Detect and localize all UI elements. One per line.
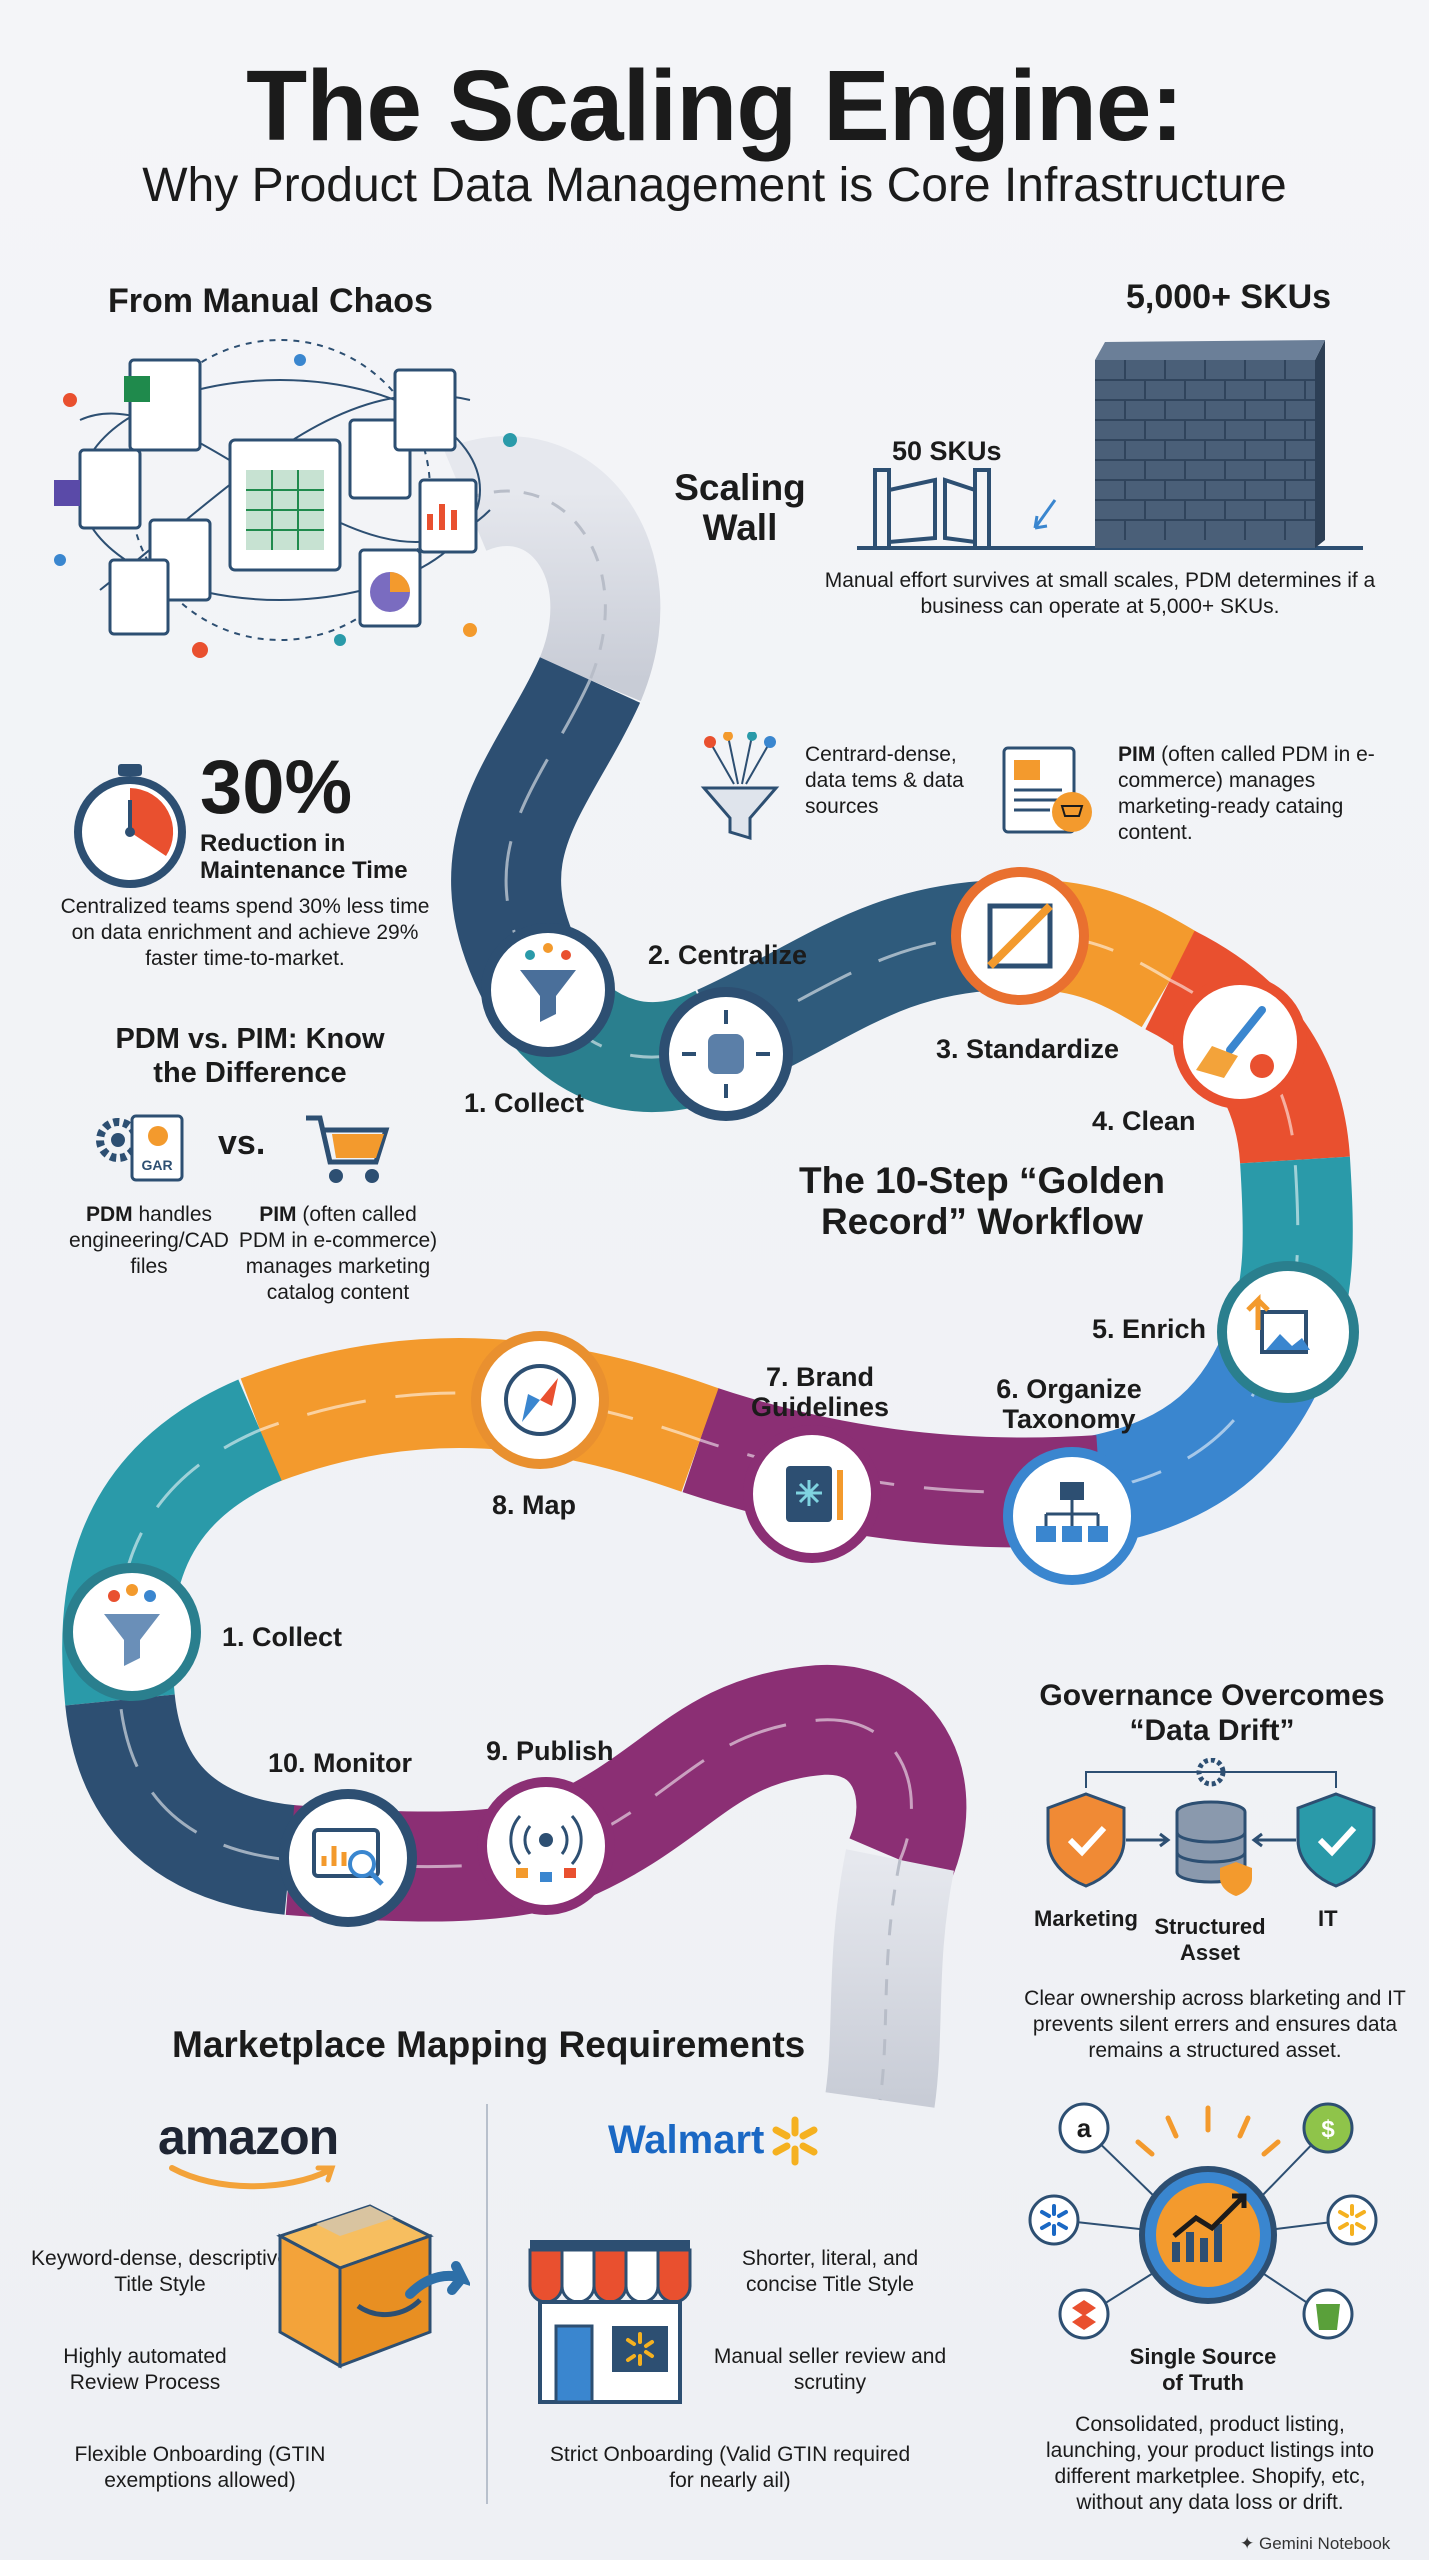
sst-title: Single Source of Truth bbox=[1129, 2344, 1277, 2395]
step-circle-organize bbox=[1003, 1447, 1141, 1585]
sources-pim-text: PIM (often called PDM in e-commerce) man… bbox=[1118, 742, 1388, 846]
walmart-spark-icon bbox=[772, 2116, 818, 2166]
step-circle-brand bbox=[743, 1425, 881, 1563]
step-label-monitor: 10. Monitor bbox=[268, 1748, 413, 1778]
footer-sparkle-icon: ✦ bbox=[1240, 2534, 1259, 2553]
amazon-title-style: Keyword-dense, descriptive Title Style bbox=[31, 2247, 289, 2296]
sources-pim-rest: (often called PDM in e-commerce) manages… bbox=[1118, 743, 1375, 844]
stat-value: 30% bbox=[200, 745, 353, 830]
step-label-clean: 4. Clean bbox=[1092, 1106, 1196, 1136]
svg-text:$: $ bbox=[1321, 2116, 1335, 2143]
walmart-review: Manual seller review and scrutiny bbox=[713, 2345, 947, 2394]
page-title: The Scaling Engine: bbox=[246, 50, 1184, 162]
pdm-description: PDM handles engineering/CAD files bbox=[64, 1202, 234, 1280]
funnel-sources-icon bbox=[700, 732, 780, 841]
step-circle-collect bbox=[481, 923, 615, 1057]
stopwatch-icon bbox=[74, 764, 186, 888]
amazon-review: Highly automated Review Process bbox=[63, 2345, 227, 2394]
brick-wall-icon bbox=[857, 340, 1363, 550]
step-circle-centralize bbox=[659, 987, 793, 1121]
governance-heading: Governance Overcomes “Data Drift” bbox=[1039, 1679, 1385, 1747]
step-label-brand: 7. Brand Guidelines bbox=[750, 1362, 890, 1422]
shopping-cart-icon bbox=[306, 1115, 390, 1183]
walmart-title-style: Shorter, literal, and concise Title Styl… bbox=[741, 2247, 919, 2296]
amazon-smile-icon bbox=[169, 2165, 336, 2190]
step-label-collect-2: 1. Collect bbox=[222, 1622, 343, 1652]
sources-text: Centrard-dense, data tems & data sources bbox=[805, 743, 964, 818]
svg-text:a: a bbox=[1077, 2113, 1092, 2143]
step-label-centralize: 2. Centralize bbox=[648, 940, 808, 970]
governance-diagram bbox=[1046, 1758, 1376, 1896]
step-label-enrich: 5. Enrich bbox=[1092, 1314, 1207, 1344]
footer-brand: ✦ Gemini Notebook bbox=[1240, 2534, 1390, 2554]
stat-caption: Centralized teams spend 30% less time on… bbox=[60, 895, 430, 970]
pim-rest: (often called PDM in e-commerce) manages… bbox=[238, 1203, 438, 1304]
step-label-collect: 1. Collect bbox=[464, 1088, 585, 1118]
catalog-doc-icon bbox=[1002, 746, 1092, 834]
sst-caption: Consolidated, product listing, launching… bbox=[1045, 2413, 1375, 2514]
step-circle-enrich bbox=[1217, 1261, 1359, 1403]
amazon-logo: amazon bbox=[158, 2109, 339, 2165]
vs-label: vs. bbox=[218, 1124, 266, 1162]
chaos-files-icon bbox=[54, 339, 517, 658]
wall-small-label: 50 SKUs bbox=[892, 436, 1002, 466]
chaos-heading: From Manual Chaos bbox=[108, 282, 433, 320]
governance-asset: Structured Asset bbox=[1154, 1914, 1266, 1965]
wall-heading: Scaling Wall bbox=[674, 467, 806, 548]
workflow-title: The 10-Step “Golden Record” Workflow bbox=[799, 1160, 1165, 1242]
amazon-onboarding: Flexible Onboarding (GTIN exemptions all… bbox=[74, 2443, 326, 2492]
step-label-standardize: 3. Standardize bbox=[936, 1034, 1120, 1064]
step-circle-map bbox=[471, 1331, 609, 1469]
sources-pim-bold: PIM bbox=[1118, 743, 1156, 766]
walmart-onboarding: Strict Onboarding (Valid GTIN required f… bbox=[549, 2443, 911, 2492]
pdm-vs-pim-heading: PDM vs. PIM: Know the Difference bbox=[115, 1023, 385, 1089]
marketplace-heading: Marketplace Mapping Requirements bbox=[172, 2024, 806, 2065]
governance-it: IT bbox=[1318, 1906, 1338, 1931]
step-circle-clean bbox=[1173, 975, 1307, 1109]
gear-cad-icon-text: GAR bbox=[141, 1157, 172, 1173]
wall-caption: Manual effort survives at small scales, … bbox=[824, 569, 1376, 618]
page-subtitle: Why Product Data Management is Core Infr… bbox=[142, 159, 1287, 212]
step-circle-standardize bbox=[951, 867, 1089, 1005]
walmart-logo: Walmart bbox=[608, 2118, 765, 2162]
step-circle-collect-2 bbox=[63, 1563, 201, 1701]
governance-caption: Clear ownership across blarketing and IT… bbox=[1024, 1987, 1406, 2062]
storefront-icon bbox=[528, 2240, 692, 2404]
pdm-bold: PDM bbox=[85, 1203, 133, 1226]
step-label-map: 8. Map bbox=[492, 1490, 577, 1520]
stat-label: Reduction in Maintenance Time bbox=[200, 830, 408, 884]
pim-description: PIM (often called PDM in e-commerce) man… bbox=[238, 1202, 438, 1306]
step-circle-publish bbox=[477, 1777, 615, 1915]
step-circle-monitor bbox=[279, 1789, 417, 1927]
wall-big-label: 5,000+ SKUs bbox=[1126, 278, 1332, 316]
marketplace-divider bbox=[486, 2104, 488, 2504]
governance-marketing: Marketing bbox=[1034, 1906, 1138, 1931]
amazon-box-icon bbox=[276, 2204, 470, 2369]
sst-hub-icon: a $ bbox=[1028, 2102, 1378, 2340]
footer-label: Gemini Notebook bbox=[1258, 2534, 1391, 2553]
step-label-organize: 6. Organize Taxonomy bbox=[996, 1374, 1142, 1434]
step-label-publish: 9. Publish bbox=[486, 1736, 614, 1766]
pdm-rest: handles engineering/CAD files bbox=[69, 1203, 229, 1278]
gear-cad-icon: GAR bbox=[96, 1114, 184, 1182]
pim-bold: PIM bbox=[259, 1203, 297, 1226]
